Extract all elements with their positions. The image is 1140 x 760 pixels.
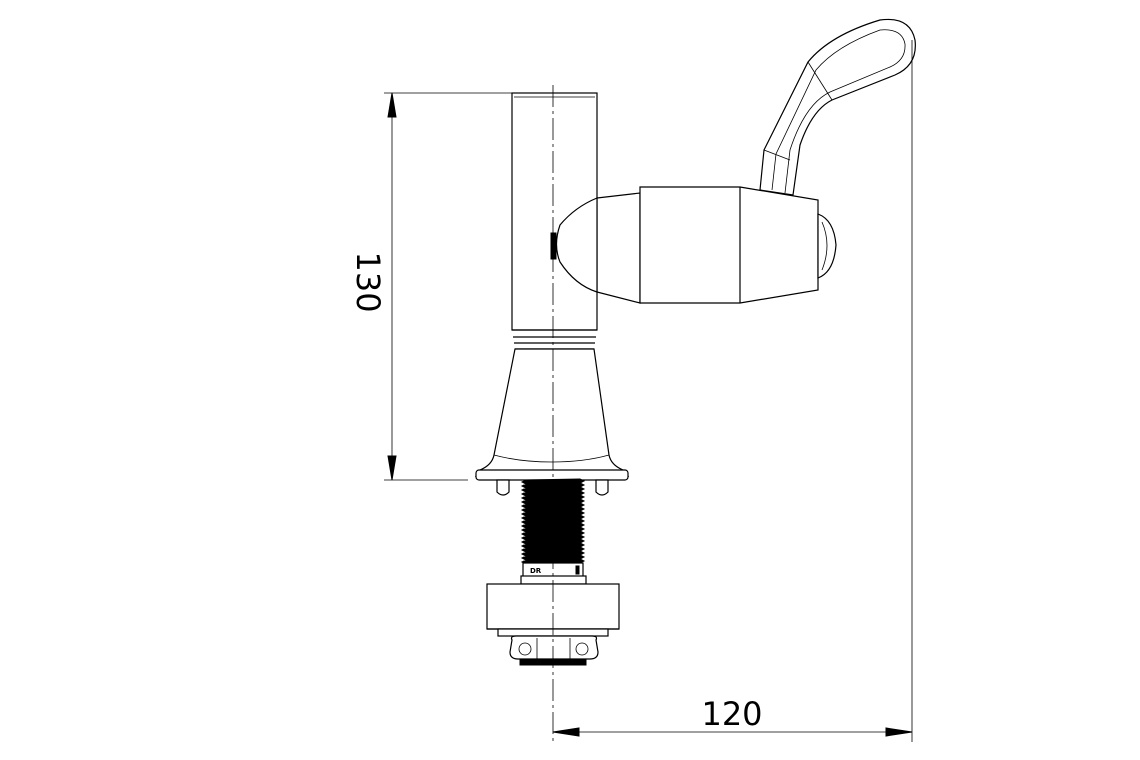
tap-handle-body [639,186,819,304]
dimension-width: 120 [552,40,913,742]
tap-flange [475,469,629,481]
dimension-width-label: 120 [701,695,762,733]
tap-cone-base [474,348,630,477]
lever-handle [759,18,916,196]
tap-lever [759,18,916,196]
thread-marking: DR [530,567,542,575]
hex-nut [509,635,599,660]
dimension-height-label: 130 [349,251,387,312]
dimension-height: 130 [349,92,512,481]
tap-arm [550,186,837,304]
